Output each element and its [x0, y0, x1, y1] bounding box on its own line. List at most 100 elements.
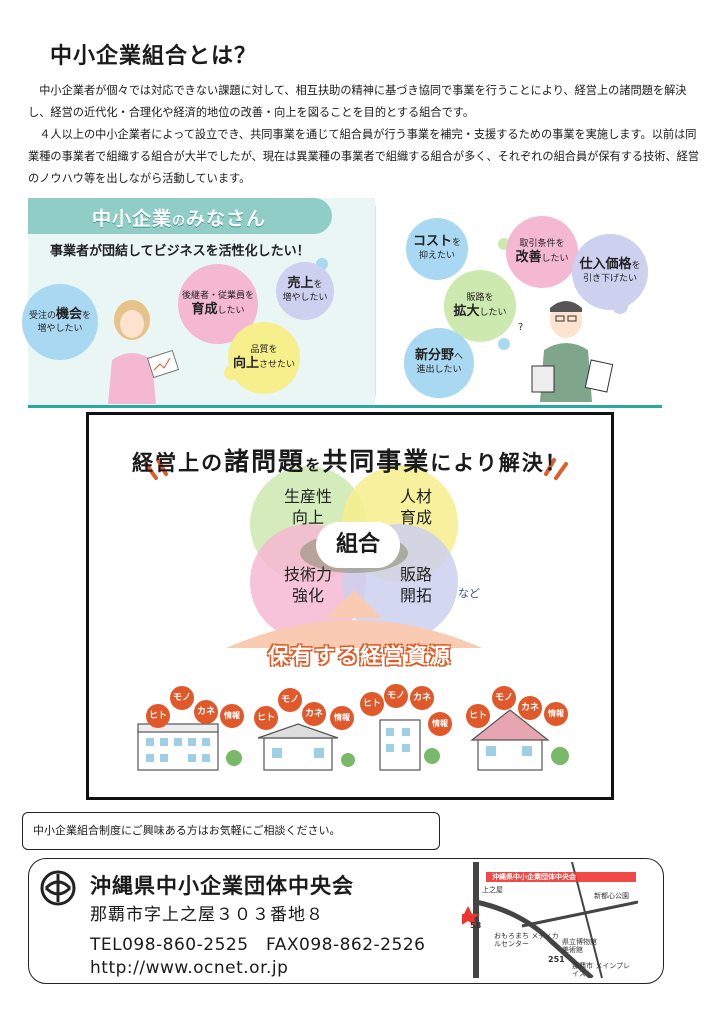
- venn-technology: 技術力 強化: [270, 564, 346, 606]
- bubble-trade-terms: 取引条件を 改善したい: [506, 216, 578, 288]
- bubble-text: を: [452, 238, 462, 248]
- bubble-text: 品質を: [250, 345, 278, 355]
- tag-hito: ヒト: [146, 704, 170, 728]
- panel-title-rest: みなさん: [186, 208, 267, 230]
- bubble-text: 増やしたい: [37, 324, 83, 334]
- bubble-text: 進出したい: [416, 365, 462, 375]
- bubble-text: 販路を: [466, 293, 494, 303]
- diagram-banner: 経営上の諸問題を共同事業により解決！: [86, 442, 614, 478]
- tag-hito: ヒト: [466, 704, 490, 728]
- map-route-58: 58: [470, 921, 482, 930]
- map-label-mainplace: 那覇市 メインプレイス: [572, 962, 631, 978]
- map-org-label: 沖縄県中小企業団体中央会: [492, 873, 576, 881]
- intro-text: 中小企業者が個々では対応できない課題に対して、相互扶助の精神に基づき協同で事業を…: [28, 80, 700, 190]
- map-roads: [462, 862, 638, 978]
- bubble-cost: コストを 抑えたい: [406, 218, 468, 280]
- bubble-text: を: [313, 280, 323, 290]
- map-label-museum: 県立博物館 美術館: [562, 938, 597, 954]
- venn-talent: 人材 育成: [380, 486, 452, 528]
- decor-dot: [498, 338, 510, 350]
- org-phone-fax: TEL098-860-2525 FAX098-862-2526: [90, 935, 426, 955]
- bubble-text: 増やしたい: [282, 293, 328, 303]
- bubble-text: 受注の: [28, 311, 56, 321]
- bubble-keyword: 新分野: [414, 348, 454, 363]
- bubble-keyword: 仕入価格: [579, 257, 632, 272]
- venn-label-line: 強化: [291, 586, 324, 605]
- map-label-medical: おもろまち メディカルセンター: [494, 932, 559, 948]
- bubble-quality: 品質を 向上させたい: [228, 322, 300, 394]
- bubble-keyword: 改善: [515, 250, 542, 265]
- tag-joho: 情報: [330, 706, 354, 730]
- svg-text:?: ?: [518, 322, 523, 333]
- bubble-text: したい: [479, 308, 507, 318]
- businesswoman-illustration: [108, 300, 180, 404]
- banner-part: により解決！: [430, 451, 568, 475]
- access-map: 沖縄県中小企業団体中央会 58 251 おもろまち メディカルセンター 県立博物…: [462, 862, 638, 978]
- bubble-order-opportunity: 受注の機会を 増やしたい: [22, 284, 98, 360]
- venn-center-kumiai: 組合: [316, 522, 400, 568]
- tag-joho: 情報: [544, 702, 568, 726]
- tag-hito: ヒト: [360, 692, 384, 716]
- tag-kane: カネ: [410, 686, 434, 710]
- bubble-text: へ: [454, 352, 464, 362]
- panel-title: 中小企業のみなさん: [92, 204, 266, 231]
- map-label-uenoya: 上之屋: [482, 886, 503, 894]
- panel-header-band: [28, 198, 332, 234]
- panel-divider: [375, 206, 376, 396]
- intro-paragraph-2: ４人以上の中小企業者によって設立でき、共同事業を通じて組合員が行う事業を補完・支…: [28, 128, 700, 185]
- venn-label-line: 向上: [291, 508, 324, 527]
- tag-mono: モノ: [170, 686, 194, 710]
- panel-subtitle: 事業者が団結してビジネスを活性化したい！: [50, 244, 310, 259]
- banner-emphasis: 諸問題: [224, 447, 306, 476]
- bubble-text: させたい: [259, 360, 296, 370]
- bubble-training: 後継者・従業員を 育成したい: [178, 264, 258, 344]
- contact-box: [28, 858, 664, 984]
- org-website-link[interactable]: http://www.ocnet.or.jp: [90, 958, 289, 978]
- tag-hito: ヒト: [254, 706, 278, 730]
- venn-productivity: 生産性 向上: [272, 486, 344, 528]
- bubble-text: を: [631, 261, 641, 271]
- map-label-park: 新都心公園: [594, 892, 629, 900]
- businessman-illustration: ?: [518, 301, 614, 402]
- tag-mono: モノ: [278, 688, 302, 712]
- management-resources-title: 保有する経営資源: [268, 644, 452, 668]
- venn-label-line: 人材: [399, 487, 432, 506]
- page-title: 中小企業組合とは？: [50, 44, 258, 69]
- venn-etc-label: など: [458, 587, 480, 600]
- bubble-text: 抑えたい: [418, 251, 455, 261]
- panel-title-no: の: [172, 214, 187, 229]
- banner-emphasis: 共同事業: [322, 447, 431, 476]
- tag-joho: 情報: [220, 704, 244, 728]
- bubble-sales-channel: 販路を 拡大したい: [444, 270, 516, 342]
- bubble-keyword: 売上: [287, 276, 314, 291]
- venn-label-line: 技術力: [283, 565, 332, 584]
- bubble-text: したい: [541, 254, 569, 264]
- org-address: 那覇市字上之屋３０３番地８: [90, 905, 324, 925]
- org-name: 沖縄県中小企業団体中央会: [90, 874, 354, 898]
- bubble-new-field: 新分野へ 進出したい: [404, 328, 474, 398]
- banner-part: 経営上の: [132, 451, 225, 475]
- venn-sales-channel: 販路 開拓: [380, 564, 452, 606]
- inquiry-note: 中小企業組合制度にご興味ある方はお気軽にご相談ください。: [22, 812, 440, 850]
- venn-label-line: 開拓: [399, 586, 432, 605]
- bubble-keyword: 拡大: [453, 304, 480, 319]
- tag-mono: モノ: [492, 686, 516, 710]
- banner-part: を: [305, 456, 323, 474]
- venn-label-line: 生産性: [283, 487, 332, 506]
- bubble-text: 取引条件を: [519, 239, 565, 249]
- tag-kane: カネ: [518, 696, 542, 720]
- association-logo-icon: [40, 870, 76, 906]
- bubble-keyword: 機会: [55, 307, 82, 322]
- bubble-text: 引き下げたい: [582, 274, 637, 284]
- venn-label-line: 育成: [399, 508, 432, 527]
- venn-label-line: 販路: [399, 565, 432, 584]
- intro-paragraph-1: 中小企業者が個々では対応できない課題に対して、相互扶助の精神に基づき協同で事業を…: [28, 84, 687, 119]
- tag-mono: モノ: [384, 684, 408, 708]
- bubble-text: 後継者・従業員を: [181, 291, 254, 301]
- bubble-keyword: 育成: [191, 302, 218, 317]
- bubble-text: を: [82, 311, 92, 321]
- sme-wishes-panel: 中小企業のみなさん 事業者が団結してビジネスを活性化したい！ 受注の機会を 増や…: [22, 198, 662, 408]
- bubble-keyword: 向上: [232, 356, 259, 371]
- map-route-251: 251: [548, 955, 565, 964]
- bubble-purchase-price: 仕入価格を 引き下げたい: [572, 234, 648, 310]
